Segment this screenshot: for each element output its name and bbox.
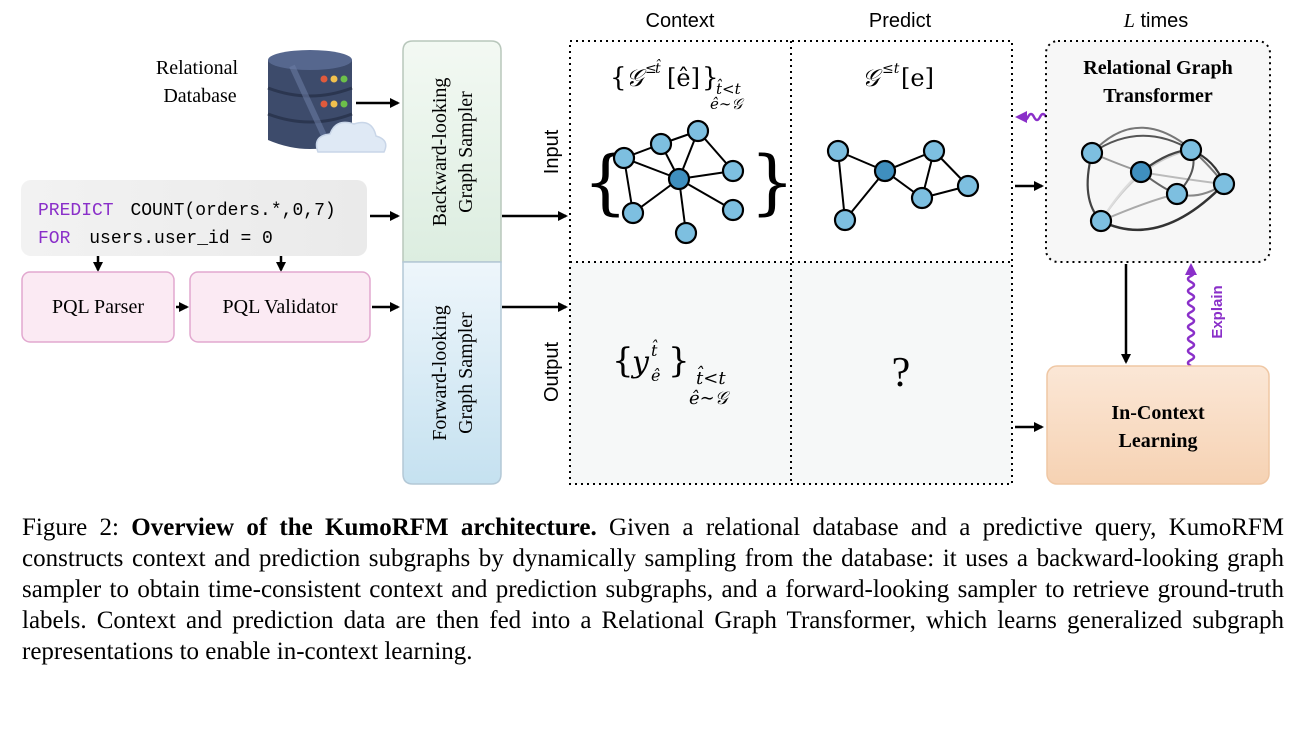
pql-parser-label: PQL Parser: [52, 296, 144, 318]
figure-caption: Figure 2: Overview of the KumoRFM archit…: [22, 512, 1284, 667]
caption-body: Given a relational database and a predic…: [22, 514, 1285, 665]
query-keyword-predict: PREDICT: [38, 201, 114, 221]
forward-sampler-label-line1: Forward-looking: [429, 305, 451, 441]
backward-sampler-label-line2: Graph Sampler: [455, 91, 477, 213]
predict-input-formula: 𝒢 ≤t [e]: [862, 61, 934, 92]
database-icon: [267, 50, 387, 153]
backward-sampler-box: Backward-looking Graph Sampler: [402, 40, 502, 263]
formula-graph-symbol: 𝒢: [626, 64, 647, 92]
icl-box: In-Context Learning: [1046, 365, 1270, 485]
formula-sup-that: t̂: [655, 58, 661, 77]
architecture-diagram: Relational Database PREDICT COUNT(orders…: [21, 10, 1271, 485]
transformer-label-line2: Transformer: [1103, 85, 1213, 107]
caption-bold-title: Overview of the KumoRFM architecture.: [131, 514, 597, 541]
l-times-suffix: times: [1135, 10, 1188, 32]
query-expr-user: users.user_id = 0: [89, 229, 273, 249]
formula-brace-open: {: [610, 63, 627, 93]
formula-sub-e: ê∼𝒢: [710, 95, 744, 113]
formula-sup-predict: ≤t: [882, 61, 900, 77]
column-label-predict: Predict: [869, 10, 932, 32]
purple-feedback-arrow: [1015, 111, 1048, 123]
column-label-context: Context: [646, 10, 715, 32]
svg-text:L times: L times: [1123, 10, 1188, 32]
svg-text:FOR users.user_id = 0: FOR users.user_id = 0: [38, 229, 273, 249]
formula-bracket-e: [e]: [901, 64, 934, 92]
context-input-formula: { 𝒢 ≤ t̂ [ê] } t̂<t ê∼𝒢: [610, 58, 744, 113]
icl-label-line1: In-Context: [1111, 402, 1205, 424]
query-expr-count: COUNT(orders.*,0,7): [130, 201, 335, 221]
formula-sub-t: t̂<t: [716, 79, 742, 98]
svg-text:PREDICT COUNT(orders.*,0: PREDICT COUNT(orders.*,0,7): [38, 201, 336, 221]
graph-brace-close: }: [750, 141, 795, 223]
pql-validator-box: PQL Validator: [189, 271, 371, 343]
forward-sampler-label-line2: Graph Sampler: [455, 312, 477, 434]
output-brace-close: }: [668, 341, 690, 381]
pql-validator-label: PQL Validator: [223, 296, 338, 318]
predict-output-question-mark: ?: [892, 350, 911, 396]
formula-sup-le: ≤: [645, 61, 657, 77]
context-output-formula: { y t̂ ê } t̂<t ê∼𝒢: [612, 340, 731, 409]
row-label-output: Output: [541, 342, 563, 402]
pql-parser-box: PQL Parser: [21, 271, 175, 343]
explain-arrow: Explain: [1185, 263, 1226, 368]
context-predict-grid: Context Predict Input Output { 𝒢 ≤ t̂ [ê…: [541, 10, 1013, 485]
row-label-input: Input: [541, 129, 563, 174]
formula-bracket-ehat: [ê]: [667, 64, 700, 92]
database-label-line2: Database: [163, 85, 236, 107]
output-y: y: [630, 345, 650, 380]
formula-brace-close: }: [702, 63, 719, 93]
backward-sampler-label-line1: Backward-looking: [429, 78, 451, 227]
output-brace-open: {: [612, 341, 634, 381]
caption-prefix: Figure 2:: [22, 514, 132, 541]
output-sub-e: ê∼𝒢: [689, 388, 731, 409]
formula-graph-symbol-predict: 𝒢: [862, 64, 883, 92]
database-group: Relational Database: [156, 50, 400, 153]
output-sup-that: t̂: [651, 340, 658, 360]
explain-label: Explain: [1209, 285, 1226, 338]
transformer-group: L times Relational Graph Transformer: [1045, 10, 1271, 263]
l-times-letter: L: [1123, 10, 1135, 32]
context-input-graph: { }: [583, 119, 795, 245]
output-sub-t: t̂<t: [696, 364, 726, 389]
query-box: PREDICT COUNT(orders.*,0,7) FOR users.us…: [21, 180, 400, 272]
forward-sampler-box: Forward-looking Graph Sampler: [402, 261, 502, 485]
predict-input-graph: [826, 139, 980, 232]
icl-label-line2: Learning: [1119, 430, 1198, 452]
database-label-line1: Relational: [156, 57, 239, 79]
transformer-label-line1: Relational Graph: [1083, 57, 1232, 79]
query-keyword-for: FOR: [38, 229, 71, 249]
output-sub-ehat: ê: [651, 366, 660, 385]
